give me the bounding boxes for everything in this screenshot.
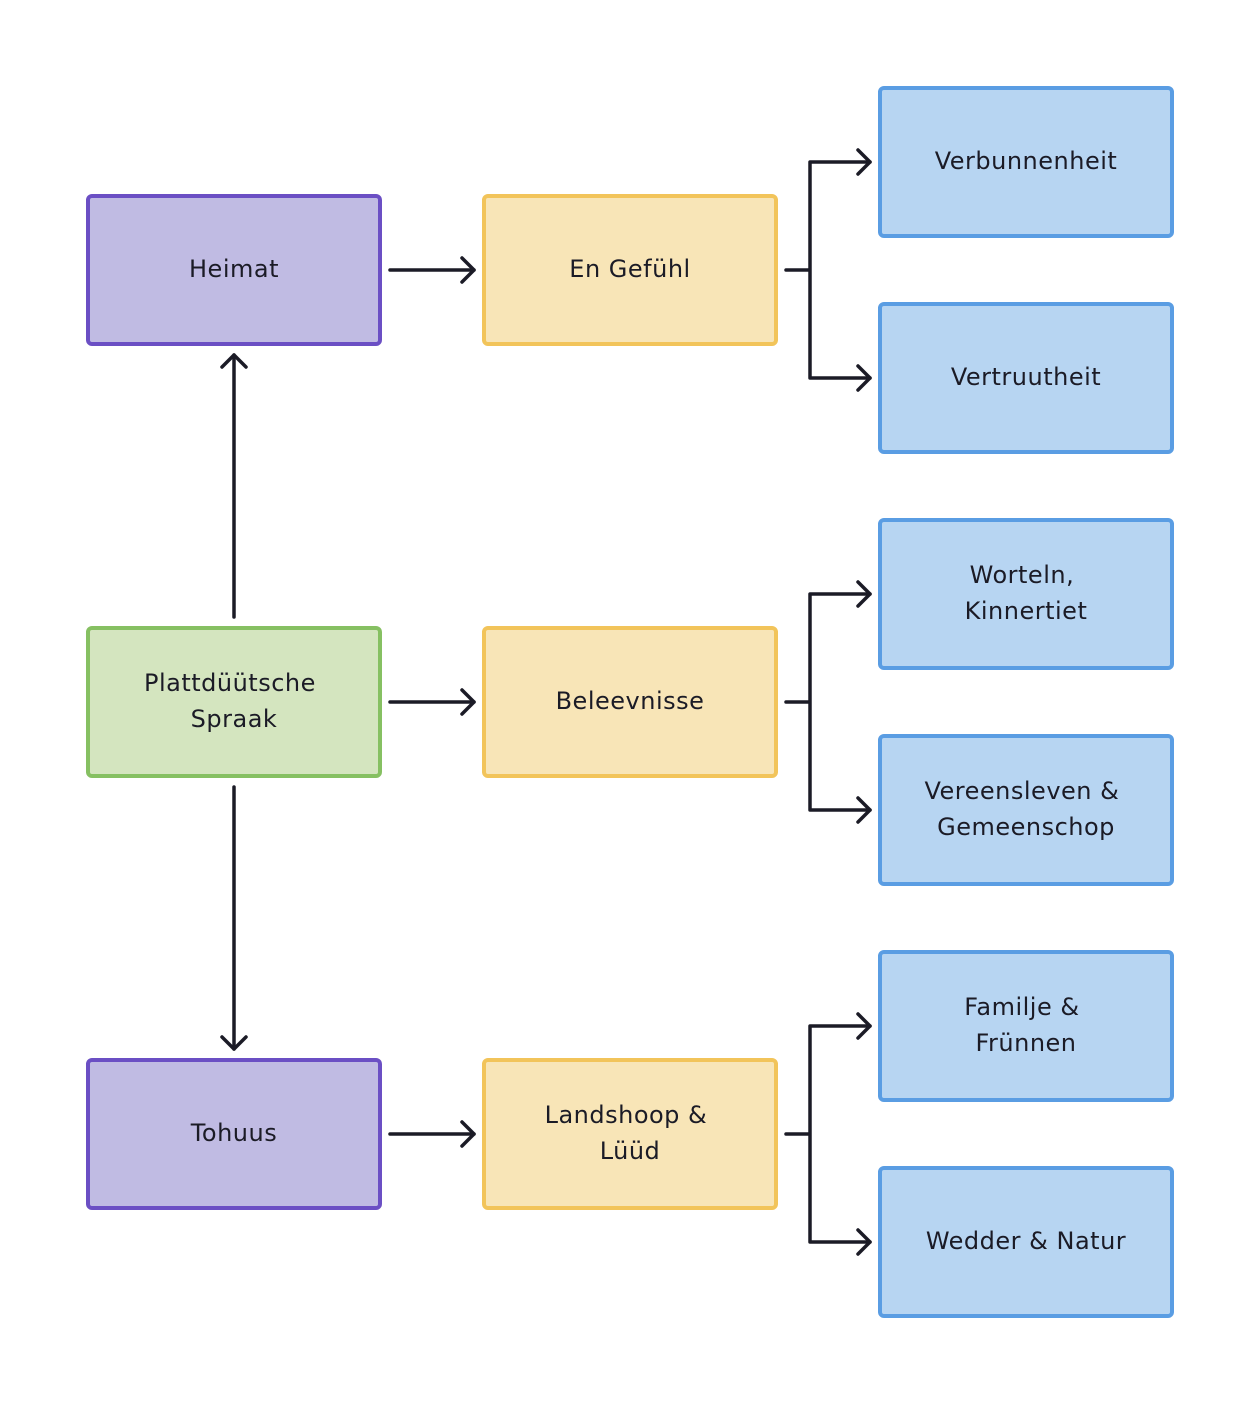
svg-text:Worteln, Kinnertiet: Worteln, Kinnertiet [965, 561, 1088, 625]
node-tohuus: Tohuus [86, 1058, 382, 1210]
node-spraak-line-2: Spraak [191, 705, 278, 733]
svg-text:Landshoop & Lüüd: Landshoop & Lüüd [545, 1101, 716, 1165]
svg-text:Verbunnenheit: Verbunnenheit [935, 147, 1118, 175]
bracket-landshoop [784, 1024, 872, 1244]
node-heimat: Heimat [86, 194, 382, 346]
node-heimat-line-1: Heimat [189, 255, 279, 283]
node-beleevnisse: Beleevnisse [482, 626, 778, 778]
svg-text:Beleevnisse: Beleevnisse [556, 687, 705, 715]
node-verbunnenheit: Verbunnenheit [878, 86, 1174, 238]
node-plattduutsche-spraak: Plattdüütsche Spraak [86, 626, 382, 778]
node-worteln-kinnertiet: Worteln, Kinnertiet [878, 518, 1174, 670]
bracket-gefohl [784, 160, 872, 380]
svg-text:Plattdüütsche Spraak: Plattdüütsche Spraak [144, 669, 324, 733]
node-vertruutheit-line-1: Vertruutheit [951, 363, 1101, 391]
node-landshoop-line-1: Landshoop & [545, 1101, 708, 1129]
bracket-beleevnisse [784, 592, 872, 812]
node-vereensleven-line-1: Vereensleven & [924, 777, 1119, 805]
arrowhead-tohuus-to-landshoop [460, 1120, 476, 1148]
arrowhead-to-vereensleven [856, 796, 872, 824]
node-worteln-line-2: Kinnertiet [965, 597, 1088, 625]
node-beleevnisse-line-1: Beleevnisse [556, 687, 705, 715]
svg-text:Heimat: Heimat [189, 255, 279, 283]
node-spraak-line-1: Plattdüütsche [144, 669, 316, 697]
arrowhead-spraak-to-beleevnisse [460, 688, 476, 716]
node-gefohl-line-1: En Gefühl [569, 255, 690, 283]
node-familje-frunnen: Familje & Frünnen [878, 950, 1174, 1102]
node-landshoop-luud: Landshoop & Lüüd [482, 1058, 778, 1210]
node-en-gefohl: En Gefühl [482, 194, 778, 346]
arrowhead-to-worteln [856, 580, 872, 608]
node-vereensleven-line-2: Gemeenschop [937, 813, 1115, 841]
arrowhead-to-vertruutheit [856, 364, 872, 392]
arrowhead-to-verbunnenheit [856, 148, 872, 176]
arrowhead-to-familje [856, 1012, 872, 1040]
node-worteln-line-1: Worteln, [970, 561, 1075, 589]
svg-text:Wedder & Natur: Wedder & Natur [926, 1227, 1126, 1255]
arrowhead-spraak-to-tohuus [220, 1035, 248, 1051]
svg-text:Familje & Frünnen: Familje & Frünnen [964, 993, 1087, 1057]
svg-text:Vereensleven & Gemeensch: Vereensleven & Gemeenschop [924, 777, 1127, 841]
arrowhead-heimat-to-gefohl [460, 256, 476, 284]
svg-text:Vertruutheit: Vertruutheit [951, 363, 1101, 391]
node-vertruutheit: Vertruutheit [878, 302, 1174, 454]
arrowhead-spraak-to-heimat [220, 353, 248, 369]
node-vereensleven-gemeenschop: Vereensleven & Gemeenschop [878, 734, 1174, 886]
node-verbunnenheit-line-1: Verbunnenheit [935, 147, 1118, 175]
node-familje-line-1: Familje & [964, 993, 1079, 1021]
svg-text:Tohuus: Tohuus [190, 1119, 277, 1147]
svg-text:En Gefühl: En Gefühl [569, 255, 690, 283]
node-tohuus-line-1: Tohuus [190, 1119, 277, 1147]
node-wedder-line-1: Wedder & Natur [926, 1227, 1126, 1255]
node-landshoop-line-2: Lüüd [600, 1137, 661, 1165]
node-wedder-natur: Wedder & Natur [878, 1166, 1174, 1318]
arrowhead-to-wedder [856, 1228, 872, 1256]
node-familje-line-2: Frünnen [975, 1029, 1076, 1057]
connectors [220, 148, 872, 1256]
